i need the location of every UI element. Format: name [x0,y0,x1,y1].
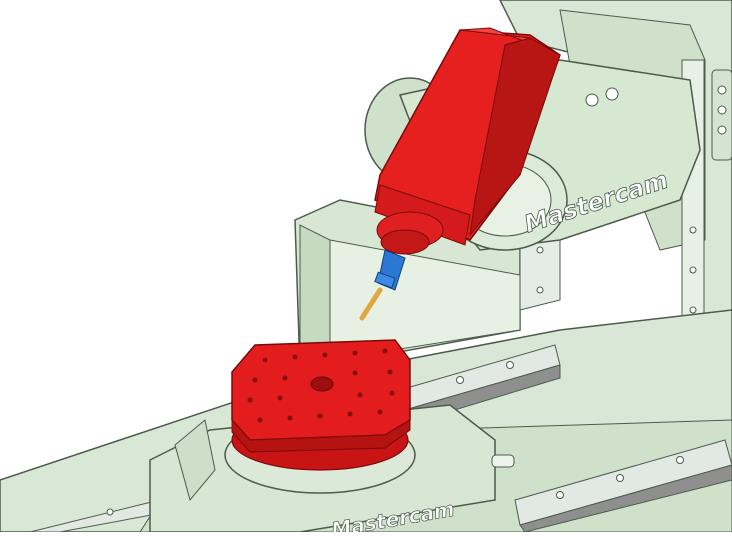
fixture-holes [247,348,395,423]
table-center-bore [310,376,334,392]
tool-holder [374,249,406,291]
linear-rail-front [514,439,732,533]
spindle-head [374,27,561,255]
rotary-table [231,339,411,471]
cutting-tool [359,287,383,321]
